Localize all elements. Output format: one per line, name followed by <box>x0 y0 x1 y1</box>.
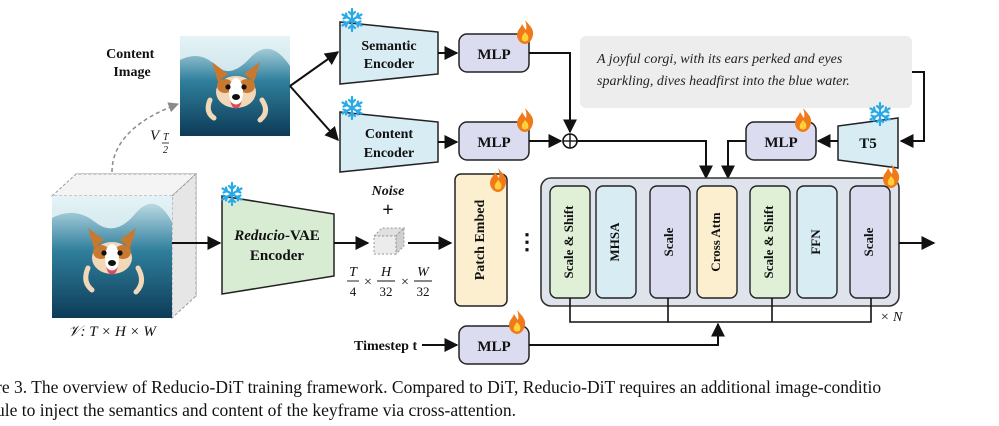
mlp-label: MLP <box>477 339 510 355</box>
mlp-label: MLP <box>764 135 797 151</box>
svg-text:×: × <box>401 275 409 290</box>
patch-embed-label: Patch Embed <box>473 200 488 281</box>
latent-cube-icon <box>372 226 406 256</box>
to-semantic-arrow <box>289 51 340 87</box>
svg-text:32: 32 <box>380 284 393 299</box>
plus-symbol: + <box>382 199 393 221</box>
mlp-semantic: MLP <box>458 33 530 73</box>
dit-sublayers: Scale & Shift MHSA Scale Cross Attn Scale & … <box>549 185 891 299</box>
image-cond-to-crossattn-arrow <box>577 140 713 180</box>
vae-line2: Encoder <box>250 248 305 264</box>
content-image <box>180 36 290 136</box>
dit-sublayer-label: MHSA <box>607 222 622 262</box>
dit-sublayer-scale: Scale <box>649 185 691 299</box>
timestep-label: Timestep t <box>354 339 417 354</box>
repeat-n-label: × N <box>880 310 903 325</box>
keyframe-index-den: 2 <box>163 145 168 156</box>
dit-sublayer-scale-shift: Scale & Shift <box>749 185 791 299</box>
semantic-encoder: Semantic Encoder <box>339 21 439 85</box>
svg-text:W: W <box>417 265 430 280</box>
semantic-encoder-line1: Semantic <box>361 39 416 54</box>
residual-2 <box>668 298 872 323</box>
dit-sublayer-ffn: FFN <box>796 185 838 299</box>
svg-text:32: 32 <box>417 284 430 299</box>
sem-mlp-to-concat-arrow <box>529 52 577 134</box>
text-cond-to-crossattn-arrow <box>721 140 746 180</box>
concat-operator <box>562 133 578 149</box>
svg-text:×: × <box>364 275 372 290</box>
timestep-to-block-arrow <box>529 322 725 346</box>
content-image-label: Content Image <box>106 47 158 80</box>
dit-sublayer-cross-attn: Cross Attn <box>696 185 738 299</box>
to-content-arrow <box>289 85 339 142</box>
keyframe-index-label: V <box>150 128 161 144</box>
trainable-fire-icon <box>509 310 526 334</box>
figure-caption-line1: re 3. The overview of Reducio-DiT traini… <box>0 377 882 397</box>
vae-line1: Reducio-VAE <box>233 228 320 244</box>
ellipsis: ⋮ <box>516 229 538 254</box>
keyframe-index-num: T <box>163 132 170 143</box>
t5-label: T5 <box>859 136 877 152</box>
trainable-fire-icon <box>795 108 812 132</box>
dit-sublayer-label: Scale & Shift <box>761 205 776 279</box>
video-dims-label: 𝒱: T × H × W <box>68 324 157 340</box>
content-encoder: Content Encoder <box>339 111 439 173</box>
svg-text:H: H <box>380 265 392 280</box>
semantic-encoder-line2: Encoder <box>364 57 415 72</box>
patch-embed-block: Patch Embed <box>454 173 508 307</box>
noise-label: Noise <box>371 184 405 199</box>
dit-sublayer-mhsa: MHSA <box>595 185 637 299</box>
content-encoder-line1: Content <box>365 127 414 142</box>
mlp-label: MLP <box>477 135 510 151</box>
keyframe-extract-arrow <box>111 102 179 173</box>
figure-caption-line2: ule to inject the semantics and content … <box>0 400 516 420</box>
latent-dims-label: T 4 × H 32 × W 32 <box>347 265 432 299</box>
dit-sublayer-label: Scale & Shift <box>561 205 576 279</box>
svg-text:4: 4 <box>350 284 357 299</box>
dit-sublayer-label: Cross Attn <box>708 212 723 272</box>
trainable-fire-icon <box>517 108 534 132</box>
text-prompt-box: A joyful corgi, with its ears perked and… <box>580 36 912 108</box>
prompt-to-t5-arrow <box>899 71 925 148</box>
reducio-vae-encoder: Reducio-VAE Encoder <box>221 195 335 295</box>
mlp-text: MLP <box>745 121 817 161</box>
trainable-fire-icon <box>490 168 507 192</box>
residual-1 <box>569 298 669 323</box>
t5-encoder: T5 <box>837 117 899 169</box>
dit-sublayer-label: Scale <box>661 227 676 256</box>
input-video-cube <box>50 172 198 320</box>
dit-sublayer-scale-shift: Scale & Shift <box>549 185 591 299</box>
dit-sublayer-label: Scale <box>861 227 876 256</box>
dit-sublayer-label: FFN <box>808 229 823 255</box>
svg-text:T: T <box>349 265 358 280</box>
mlp-content: MLP <box>458 121 530 161</box>
mlp-label: MLP <box>477 47 510 63</box>
prompt-line2: sparkling, dives headfirst into the blue… <box>597 74 850 89</box>
trainable-fire-icon <box>517 20 534 44</box>
content-encoder-line2: Encoder <box>364 146 415 161</box>
dit-sublayer-scale: Scale <box>849 185 891 299</box>
prompt-line1: A joyful corgi, with its ears perked and… <box>596 52 843 67</box>
